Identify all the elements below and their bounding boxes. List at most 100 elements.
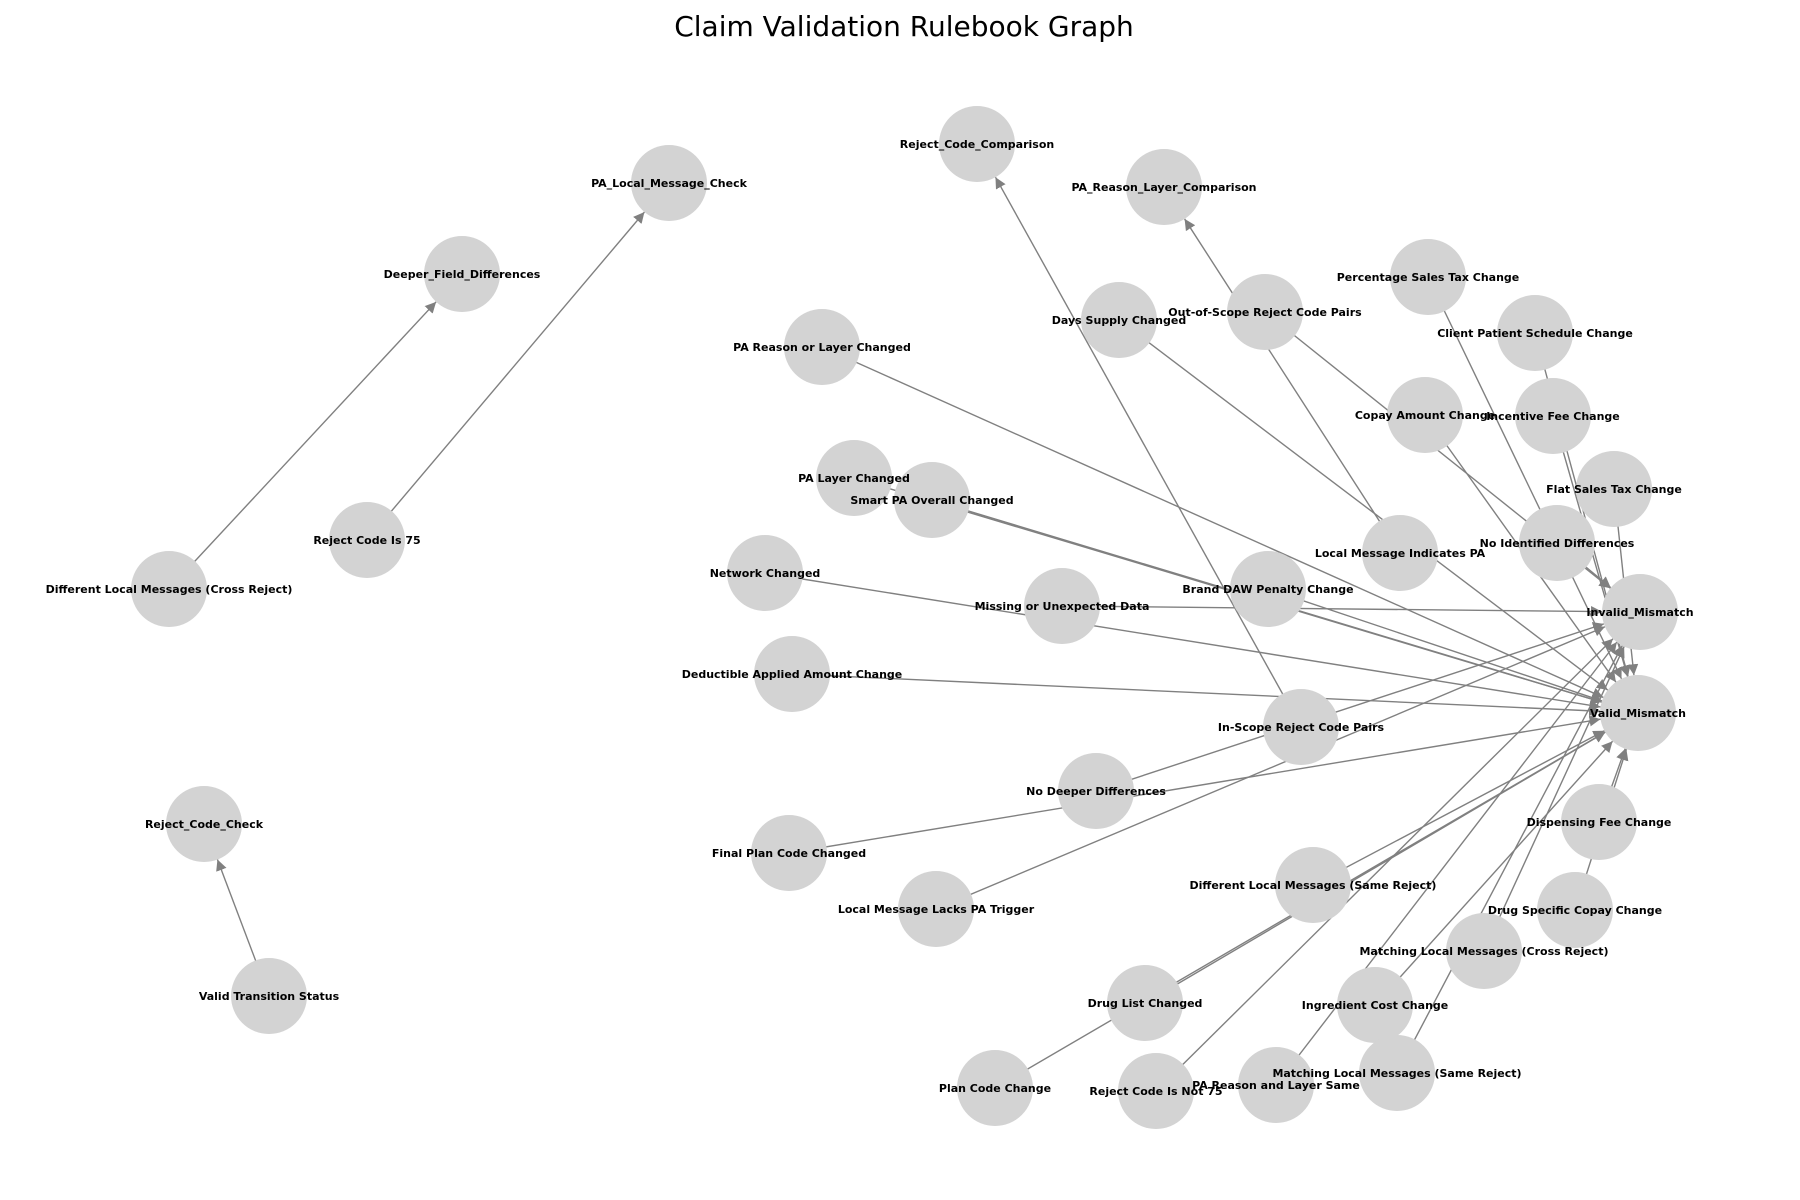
node-local_message_indicates_pa [1362,515,1438,591]
node-pa_reason_or_layer_changed [784,309,860,385]
edge-matching_local_messages_cross-to-invalid_mismatch [1483,646,1625,952]
node-pa_local_message_check [631,145,707,221]
node-label-drug_list_changed: Drug List Changed [1088,997,1203,1010]
node-label-matching_local_messages_same: Matching Local Messages (Same Reject) [1272,1067,1521,1080]
node-pa_reason_and_layer_same [1238,1047,1314,1123]
node-label-reject_code_check: Reject_Code_Check [145,818,264,831]
node-ingredient_cost_change [1337,967,1413,1043]
node-label-pa_reason_and_layer_same: PA Reason and Layer Same [1192,1079,1360,1092]
node-different_local_messages_cross [131,551,207,627]
node-label-reject_code_comparison: Reject_Code_Comparison [900,138,1054,151]
node-days_supply_changed [1081,282,1157,358]
node-no_identified_differences [1519,505,1595,581]
edge-final_plan_code_changed-to-valid_mismatch [788,715,1601,854]
node-label-reject_code_is_not_75: Reject Code Is Not 75 [1089,1085,1222,1098]
edge-reject_code_is_75-to-pa_local_message_check [366,211,645,541]
node-label-pa_reason_or_layer_changed: PA Reason or Layer Changed [733,341,911,354]
node-incentive_fee_change [1515,378,1591,454]
node-label-flat_sales_tax_change: Flat Sales Tax Change [1546,483,1682,496]
node-copay_amount_change [1387,377,1463,453]
node-client_patient_schedule_change [1497,295,1573,371]
node-brand_daw_penalty_change [1230,551,1306,627]
node-reject_code_check [166,786,242,862]
node-label-no_deeper_differences: No Deeper Differences [1026,785,1166,798]
node-deductible_applied_amount_change [754,636,830,712]
edge-local_message_lacks_pa_trigger-to-invalid_mismatch [935,625,1606,910]
node-label-final_plan_code_changed: Final Plan Code Changed [712,847,866,860]
edge-ingredient_cost_change-to-valid_mismatch [1374,740,1614,1006]
node-label-percentage_sales_tax_change: Percentage Sales Tax Change [1337,271,1519,284]
node-pa_reason_layer_comparison [1126,149,1202,225]
node-pa_layer_changed [816,440,892,516]
node-label-copay_amount_change: Copay Amount Change [1355,409,1495,422]
node-missing_or_unexpected_data [1024,568,1100,644]
node-plan_code_change [957,1050,1033,1126]
edge-local_message_indicates_pa-to-pa_reason_layer_comparison [1184,218,1401,554]
node-label-drug_specific_copay_change: Drug Specific Copay Change [1488,904,1662,917]
edge-no_deeper_differences-to-invalid_mismatch [1095,622,1605,792]
edge-missing_or_unexpected_data-to-invalid_mismatch [1061,605,1603,617]
node-label-plan_code_change: Plan Code Change [939,1082,1051,1095]
node-label-reject_code_is_75: Reject Code Is 75 [313,534,420,547]
node-invalid_mismatch [1602,574,1678,650]
edge-pa_reason_or_layer_changed-to-valid_mismatch [821,346,1604,699]
node-label-brand_daw_penalty_change: Brand DAW Penalty Change [1182,583,1353,596]
node-deeper_field_differences [424,236,500,312]
node-label-valid_transition_status: Valid Transition Status [199,990,340,1003]
node-label-no_identified_differences: No Identified Differences [1480,537,1635,550]
node-out_of_scope_reject_code_pairs [1227,274,1303,350]
node-final_plan_code_changed [751,815,827,891]
node-label-different_local_messages_same: Different Local Messages (Same Reject) [1190,879,1437,892]
node-label-pa_layer_changed: PA Layer Changed [798,472,910,485]
edge-different_local_messages_cross-to-deeper_field_differences [168,301,437,590]
node-reject_code_is_not_75 [1118,1053,1194,1129]
node-label-local_message_lacks_pa_trigger: Local Message Lacks PA Trigger [838,903,1035,916]
node-no_deeper_differences [1058,753,1134,829]
node-label-local_message_indicates_pa: Local Message Indicates PA [1315,547,1486,560]
node-percentage_sales_tax_change [1390,239,1466,315]
node-flat_sales_tax_change [1576,451,1652,527]
node-label-incentive_fee_change: Incentive Fee Change [1486,410,1620,423]
node-label-deductible_applied_amount_change: Deductible Applied Amount Change [682,668,903,681]
node-smart_pa_overall_changed [894,462,970,538]
node-label-ingredient_cost_change: Ingredient Cost Change [1302,999,1448,1012]
node-label-valid_mismatch: Valid_Mismatch [1590,707,1686,720]
node-valid_mismatch [1600,675,1676,751]
edge-in_scope_reject_code_pairs-to-reject_code_comparison [994,176,1302,728]
labels-layer: PA_Local_Message_CheckDeeper_Field_Diffe… [46,138,1694,1098]
node-matching_local_messages_same [1359,1035,1435,1111]
edge-pa_reason_and_layer_same-to-invalid_mismatch [1275,641,1618,1086]
node-in_scope_reject_code_pairs [1263,689,1339,765]
edge-different_local_messages_same-to-valid_mismatch [1312,730,1605,886]
node-reject_code_is_75 [329,502,405,578]
edge-days_supply_changed-to-valid_mismatch [1118,319,1609,691]
node-label-pa_reason_layer_comparison: PA_Reason_Layer_Comparison [1071,181,1256,194]
nodes-layer [131,106,1678,1129]
node-label-days_supply_changed: Days Supply Changed [1052,314,1186,327]
node-dispensing_fee_change [1561,784,1637,860]
node-label-different_local_messages_cross: Different Local Messages (Cross Reject) [46,583,293,596]
edge-network_changed-to-valid_mismatch [764,572,1601,711]
node-label-dispensing_fee_change: Dispensing Fee Change [1527,816,1672,829]
node-drug_list_changed [1107,965,1183,1041]
graph-title: Claim Validation Rulebook Graph [674,10,1134,43]
node-label-missing_or_unexpected_data: Missing or Unexpected Data [975,600,1150,613]
edge-reject_code_is_not_75-to-invalid_mismatch [1155,638,1614,1092]
node-network_changed [727,535,803,611]
node-label-deeper_field_differences: Deeper_Field_Differences [384,268,541,281]
node-label-invalid_mismatch: Invalid_Mismatch [1586,606,1693,619]
node-label-smart_pa_overall_changed: Smart PA Overall Changed [850,494,1013,507]
node-label-matching_local_messages_cross: Matching Local Messages (Cross Reject) [1359,945,1608,958]
node-drug_specific_copay_change [1537,872,1613,948]
node-label-network_changed: Network Changed [710,567,821,580]
node-label-pa_local_message_check: PA_Local_Message_Check [591,177,747,190]
node-reject_code_comparison [939,106,1015,182]
edge-deductible_applied_amount_change-to-valid_mismatch [791,673,1601,717]
edge-brand_daw_penalty_change-to-valid_mismatch [1267,588,1603,703]
node-different_local_messages_same [1275,847,1351,923]
node-label-client_patient_schedule_change: Client Patient Schedule Change [1437,327,1633,340]
node-valid_transition_status [231,958,307,1034]
node-label-in_scope_reject_code_pairs: In-Scope Reject Code Pairs [1218,721,1385,734]
node-local_message_lacks_pa_trigger [898,871,974,947]
